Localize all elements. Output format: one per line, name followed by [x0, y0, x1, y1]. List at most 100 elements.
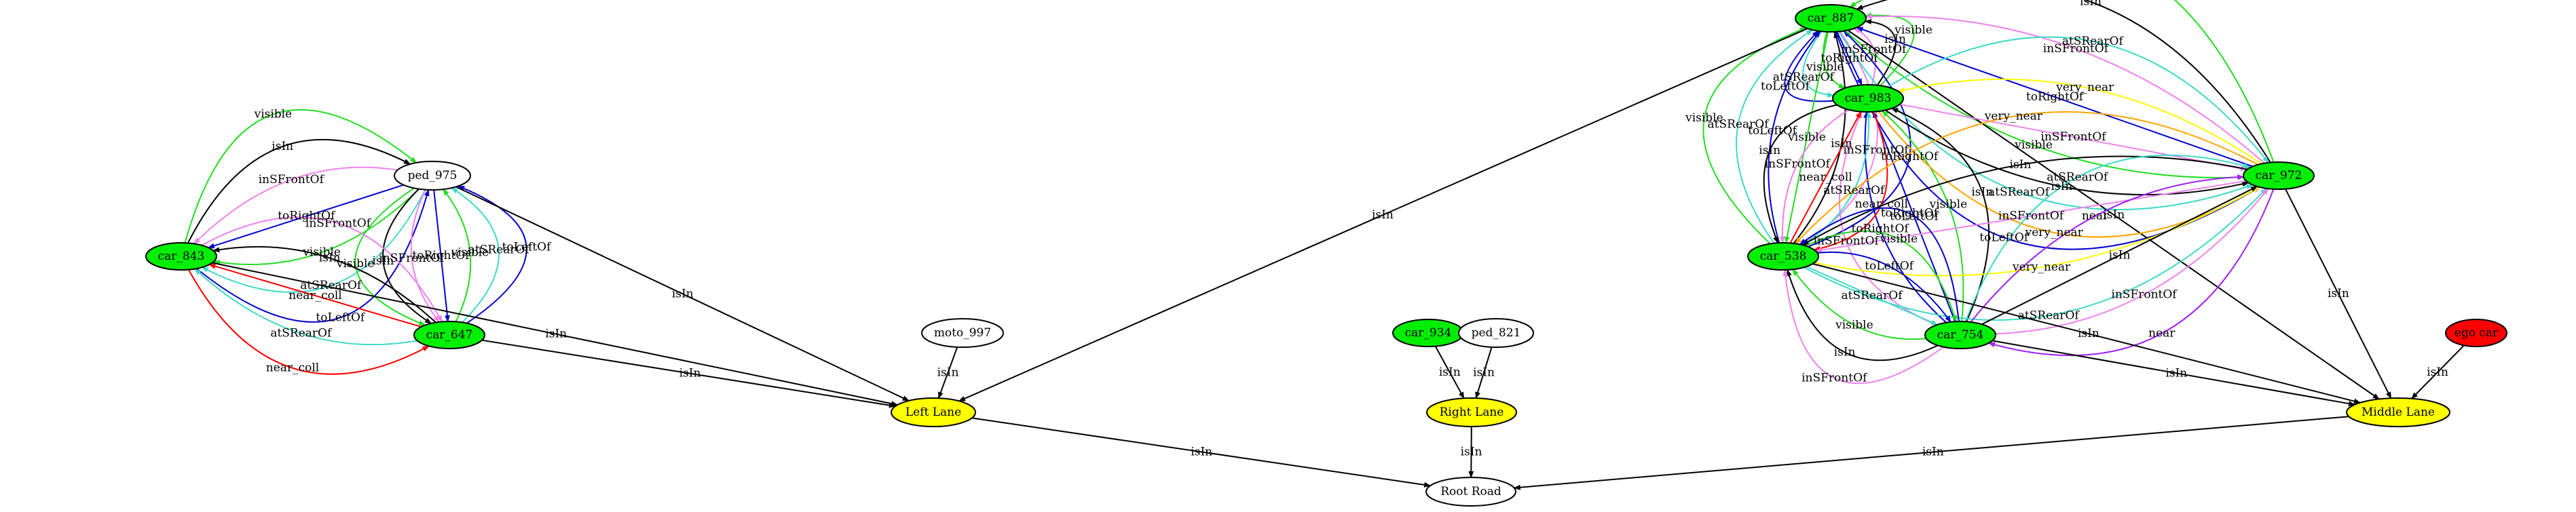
edge-car_538-car_887-toRightOf: [1808, 30, 1911, 248]
edge-car_754-middle_lane-isIn: [1992, 340, 2355, 407]
node-label: Middle Lane: [2362, 406, 2435, 419]
node-ped_975: ped_975: [394, 161, 471, 191]
edge-label: toRightOf: [1821, 52, 1879, 65]
edge-label: atSRearOf: [2047, 170, 2109, 184]
edge-car_887-car_983-atSRearOf: [1802, 31, 1835, 98]
edge-label: inSFrontOf: [305, 216, 372, 230]
edge-label: visible: [302, 245, 341, 259]
edge-label: visible: [1685, 111, 1723, 125]
node-label: car_972: [2256, 169, 2302, 182]
edge-label: isIn: [2103, 208, 2125, 222]
edge-car_843-ped_975-visible: [184, 109, 417, 243]
edge-label: toRightOf: [2026, 90, 2085, 104]
edge-car_647-car_843-atSRearOf: [194, 268, 417, 346]
edge-moto_997-left_lane-isIn: [937, 347, 958, 399]
edge-car_647-ped_975-atSRearOf: [451, 187, 500, 323]
edge-label: toLeftOf: [1748, 124, 1797, 138]
edge-car_647-car_843-near_coll: [208, 263, 422, 328]
edge-label: visible: [1880, 233, 1918, 246]
edge-car_972-middle_lane-isIn: [2285, 189, 2392, 399]
edge-label: inSFrontOf: [1765, 157, 1831, 171]
edge-label: inSFrontOf: [1814, 235, 1880, 248]
node-label: car_754: [1937, 328, 1984, 342]
edge-label: isIn: [1461, 446, 1482, 459]
edge-label: near_coll: [1799, 171, 1852, 184]
edge-label: toRightOf: [1851, 222, 1909, 235]
edge-ped_975-car_843-visible: [213, 188, 419, 265]
edge-car_754-car_538-inSFrontOf: [1782, 269, 1945, 385]
edge-ego-middle_lane-isIn: [2411, 344, 2465, 399]
edge-car_843-car_647-near_coll: [187, 269, 430, 375]
edge-label: isIn: [1372, 208, 1394, 222]
node-label: Left Lane: [906, 406, 961, 419]
edge-car_538-middle_lane-isIn: [1812, 263, 2361, 404]
edge-car_754-car_972-near: [1970, 174, 2245, 323]
node-car_887: car_887: [1795, 4, 1867, 33]
node-ellipse: [1832, 84, 1904, 113]
edge-label: toRightOf: [278, 210, 336, 223]
edge-car_843-ped_975-toLeftOf: [195, 189, 430, 323]
edge-label: inSFrontOf: [2040, 130, 2107, 144]
edge-label: isIn: [1831, 137, 1852, 151]
edge-label: toLeftOf: [1761, 80, 1810, 94]
edge-car_843-ped_975-isIn: [187, 138, 411, 243]
edge-left_lane-root_road-isIn: [971, 417, 1432, 488]
edge-car_538-car_754-visible: [1805, 230, 1958, 323]
node-label: car_538: [1760, 250, 1807, 263]
node-car_843: car_843: [145, 242, 217, 271]
edge-car_538-car_754-atSRearOf: [1806, 266, 1938, 326]
node-ellipse: [1425, 477, 1516, 507]
edge-label: toLeftOf: [316, 311, 365, 324]
edge-label: isIn: [319, 251, 341, 264]
edge-label: isIn: [1971, 185, 1993, 199]
edge-ped_975-car_647-inSFrontOf: [410, 189, 440, 323]
edge-label: isIn: [1473, 366, 1495, 380]
edge-label: visible: [336, 257, 375, 271]
edge-label: atSRearOf: [2018, 309, 2080, 322]
edge-car_983-car_887-isIn: [1864, 19, 1897, 86]
node-ellipse: [1426, 397, 1517, 427]
node-ellipse: [2346, 397, 2450, 427]
node-label: car_843: [158, 250, 205, 263]
edge-label: isIn: [2109, 249, 2131, 262]
edge-label: toLeftOf: [1865, 260, 1914, 273]
edge-car_843-left_lane-isIn: [212, 262, 899, 407]
edge-label: very_near: [1984, 110, 2043, 123]
node-label: car_887: [1808, 12, 1854, 25]
edge-label: isIn: [1191, 445, 1212, 458]
edge-label: near: [2082, 210, 2109, 223]
edge-ped_975-car_647-isIn: [382, 188, 432, 324]
edge-label: toRightOf: [412, 249, 470, 262]
node-moto_997: moto_997: [921, 318, 1004, 348]
edge-label: isIn: [1834, 346, 1856, 359]
edge-label: near_coll: [288, 289, 341, 302]
edge-label: atSRearOf: [300, 279, 362, 292]
edge-car_972-car_887-inSFrontOf: [1865, 14, 2265, 164]
edge-label: inSFrontOf: [1843, 143, 1909, 157]
edge-label: toLeftOf: [1890, 210, 1939, 224]
node-ellipse: [1458, 318, 1534, 348]
edge-car_983-car_538-inSFrontOf: [1779, 109, 1850, 243]
edge-ped_975-car_843-inSFrontOf: [193, 166, 398, 245]
node-car_754: car_754: [1924, 321, 1996, 349]
node-right_lane: Right Lane: [1426, 397, 1517, 427]
node-ellipse: [1924, 321, 1996, 349]
edge-label: inSFrontOf: [2043, 42, 2110, 56]
node-ellipse: [891, 397, 976, 427]
edge-ped_975-car_843-toRightOf: [207, 184, 404, 249]
node-ellipse: [394, 161, 471, 191]
edge-label: toLeftOf: [1979, 231, 2029, 244]
edge-car_887-left_lane-isIn: [958, 28, 1808, 402]
edge-label: inSFrontOf: [1998, 210, 2065, 223]
edge-label: near: [2148, 327, 2176, 340]
edge-label: atSRearOf: [2062, 35, 2125, 48]
edge-middle_lane-root_road-isIn: [1513, 416, 2349, 490]
edge-ped_975-car_647-visible: [354, 187, 426, 326]
edge-label: visible: [2014, 138, 2053, 152]
edge-label: atSRearOf: [1988, 185, 2051, 199]
edge-label: isIn: [2165, 366, 2187, 380]
edge-car_754-car_538-visible: [1792, 269, 1926, 340]
edge-car_647-left_lane-isIn: [481, 339, 896, 408]
edge-car_538-car_887-isIn: [1793, 31, 1846, 244]
edge-car_754-car_983-visible: [1881, 110, 1964, 322]
